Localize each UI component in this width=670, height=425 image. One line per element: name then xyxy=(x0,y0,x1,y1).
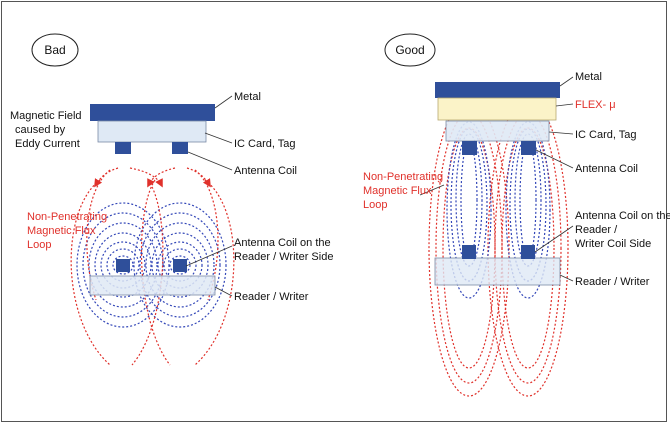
bad-ic-card xyxy=(97,120,207,143)
bad-heading: Bad xyxy=(44,43,65,57)
good-reader-writer-label: Reader / Writer xyxy=(575,276,650,288)
good-reader-coil-label-2: Reader / xyxy=(575,224,618,236)
good-reader-coil-right xyxy=(521,245,535,259)
bad-antenna-coil-left xyxy=(115,142,131,154)
bad-antenna-coil-right xyxy=(172,142,188,154)
good-antenna-coil-left xyxy=(462,141,477,155)
bad-eddy-label-1: Magnetic Field xyxy=(10,110,82,122)
good-antenna-coil-label: Antenna Coil xyxy=(575,163,638,175)
bad-panel: Bad xyxy=(10,33,333,366)
good-reader-coil-label-1: Antenna Coil on the xyxy=(575,210,670,222)
bad-heading-bubble xyxy=(31,33,79,67)
good-ic-card xyxy=(445,120,550,142)
bad-nonpen-label-3: Loop xyxy=(27,239,51,251)
good-nonpen-label-2: Magnetic Flux xyxy=(363,185,432,197)
good-heading-bubble xyxy=(384,33,436,67)
bad-metal-label: Metal xyxy=(234,91,261,103)
good-nonpen-label-1: Non-Penetrating xyxy=(363,171,443,183)
good-leaders xyxy=(419,76,574,282)
bad-eddy-label-2: caused by xyxy=(15,124,66,136)
bad-blue-flux-left xyxy=(76,202,170,328)
bad-reader-coil-right xyxy=(173,259,187,272)
bad-eddy-label-3: Eddy Current xyxy=(15,138,80,150)
bad-nonpen-label-1: Non-Penetrating xyxy=(27,211,107,223)
good-reader-coil-label-3: Writer Coil Side xyxy=(575,238,651,250)
bad-eddy-arrows xyxy=(94,167,211,188)
bad-nonpen-label-2: Magnetic Flux xyxy=(27,225,96,237)
good-panel: Good xyxy=(363,33,670,397)
good-reader-coil-left xyxy=(462,245,476,259)
bad-antenna-coil-label: Antenna Coil xyxy=(234,165,297,177)
bad-leaders xyxy=(185,95,233,297)
bad-reader-coil-label-1: Antenna Coil on the xyxy=(234,237,331,249)
good-nonpen-label-3: Loop xyxy=(363,199,387,211)
bad-reader-writer-label: Reader / Writer xyxy=(234,291,309,303)
good-red-flux xyxy=(428,99,569,397)
good-flex xyxy=(437,97,557,121)
good-ic-card-label: IC Card, Tag xyxy=(575,129,637,141)
good-antenna-coil-right xyxy=(521,141,536,155)
good-metal-label: Metal xyxy=(575,71,602,83)
bad-reader-coil-left xyxy=(116,259,130,272)
good-reader-writer xyxy=(434,257,561,286)
bad-ic-card-label: IC Card, Tag xyxy=(234,138,296,150)
good-flex-label: FLEX- μ xyxy=(575,99,616,111)
bad-reader-writer xyxy=(89,275,216,296)
bad-metal xyxy=(90,104,215,121)
bad-reader-coil-label-2: Reader / Writer Side xyxy=(234,251,333,263)
good-heading: Good xyxy=(395,43,424,57)
bad-red-flux xyxy=(70,169,235,366)
good-metal xyxy=(435,82,560,98)
